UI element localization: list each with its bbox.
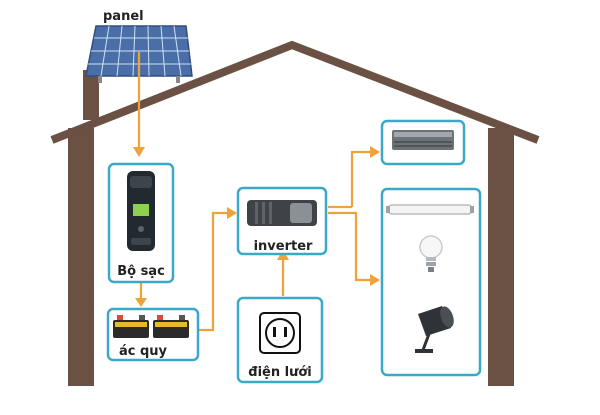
- tube-light-icon: [386, 204, 474, 215]
- house: [50, 40, 540, 386]
- battery-icon: [113, 315, 189, 338]
- roof: [50, 40, 540, 144]
- spotlight-icon: [415, 306, 454, 353]
- left-wall: [68, 128, 94, 386]
- power-outlet-icon: [259, 312, 301, 354]
- inverter-label: inverter: [254, 239, 313, 254]
- chimney: [83, 70, 99, 120]
- flow-arrows: [137, 52, 372, 332]
- right-wall: [488, 128, 514, 386]
- air-conditioner-icon: [392, 130, 454, 150]
- charger-label: Bộ sạc: [117, 264, 165, 279]
- inverter-icon: [247, 200, 317, 226]
- charge-controller-icon: [127, 171, 155, 251]
- arrow-battery-to-inverter: [198, 211, 229, 332]
- arrow-to-lights: [328, 211, 372, 282]
- arrow-heads: [133, 146, 380, 307]
- panel-label: panel: [103, 9, 144, 24]
- grid-label: điện lưới: [248, 365, 311, 380]
- light-bulb-icon: [419, 235, 443, 272]
- battery-label: ác quy: [119, 344, 168, 359]
- arrow-to-ac-unit: [350, 150, 372, 207]
- lights-box: [380, 187, 482, 377]
